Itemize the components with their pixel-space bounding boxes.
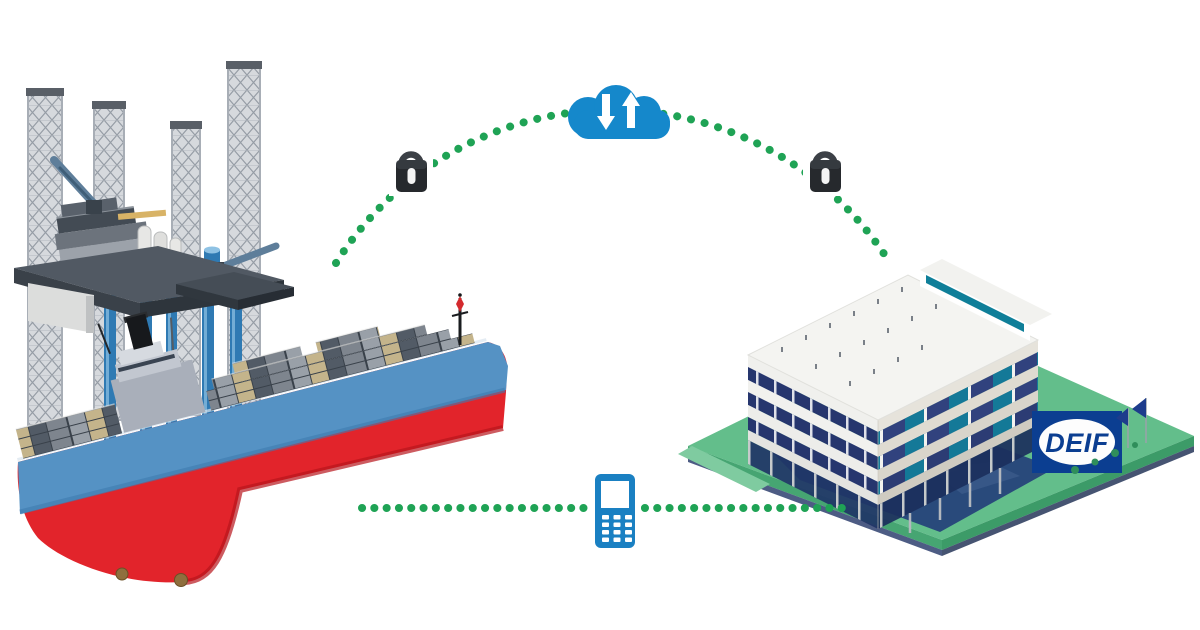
ship-propellers — [115, 567, 188, 587]
ship-hull-blue — [18, 342, 508, 514]
padlock-left-icon — [389, 139, 433, 196]
deif-logo: DEIF — [1032, 411, 1122, 473]
rig-platform-deck — [14, 246, 294, 333]
phone-screen — [601, 481, 629, 508]
ship-funnel — [125, 313, 154, 350]
keyhole — [821, 168, 830, 184]
cloud-sync-icon — [568, 85, 670, 139]
rig-crane-beam — [117, 209, 167, 220]
phone-keypad — [602, 515, 632, 542]
flag-icons — [1116, 398, 1147, 448]
mobile-phone-icon — [589, 468, 641, 554]
building-columns — [908, 468, 1002, 533]
ship-bow-mast — [451, 293, 469, 345]
ship-container-stacks — [15, 323, 475, 459]
rig-crane-left — [50, 156, 102, 214]
cloud-shape — [568, 85, 670, 139]
deif-logo-text: DEIF — [1045, 428, 1110, 458]
keyhole — [407, 168, 416, 184]
ship-superstructure — [97, 311, 206, 433]
building-left-face — [748, 355, 878, 529]
deif-logo-ellipse — [1039, 419, 1115, 465]
ship-keel-shade — [184, 425, 504, 585]
roof-vents — [781, 287, 937, 386]
container-ship-illustration — [15, 293, 508, 587]
building-right-face — [877, 340, 1038, 529]
download-arrow-icon — [597, 94, 615, 130]
ship-deck-group — [15, 311, 487, 462]
bushes — [1071, 442, 1138, 474]
building-roof — [746, 259, 1052, 421]
headquarters-building-illustration: DEIF — [678, 259, 1194, 556]
padlock-right-icon — [803, 139, 847, 196]
upload-arrow-icon — [622, 92, 640, 128]
ship-hull-shade — [19, 387, 506, 515]
